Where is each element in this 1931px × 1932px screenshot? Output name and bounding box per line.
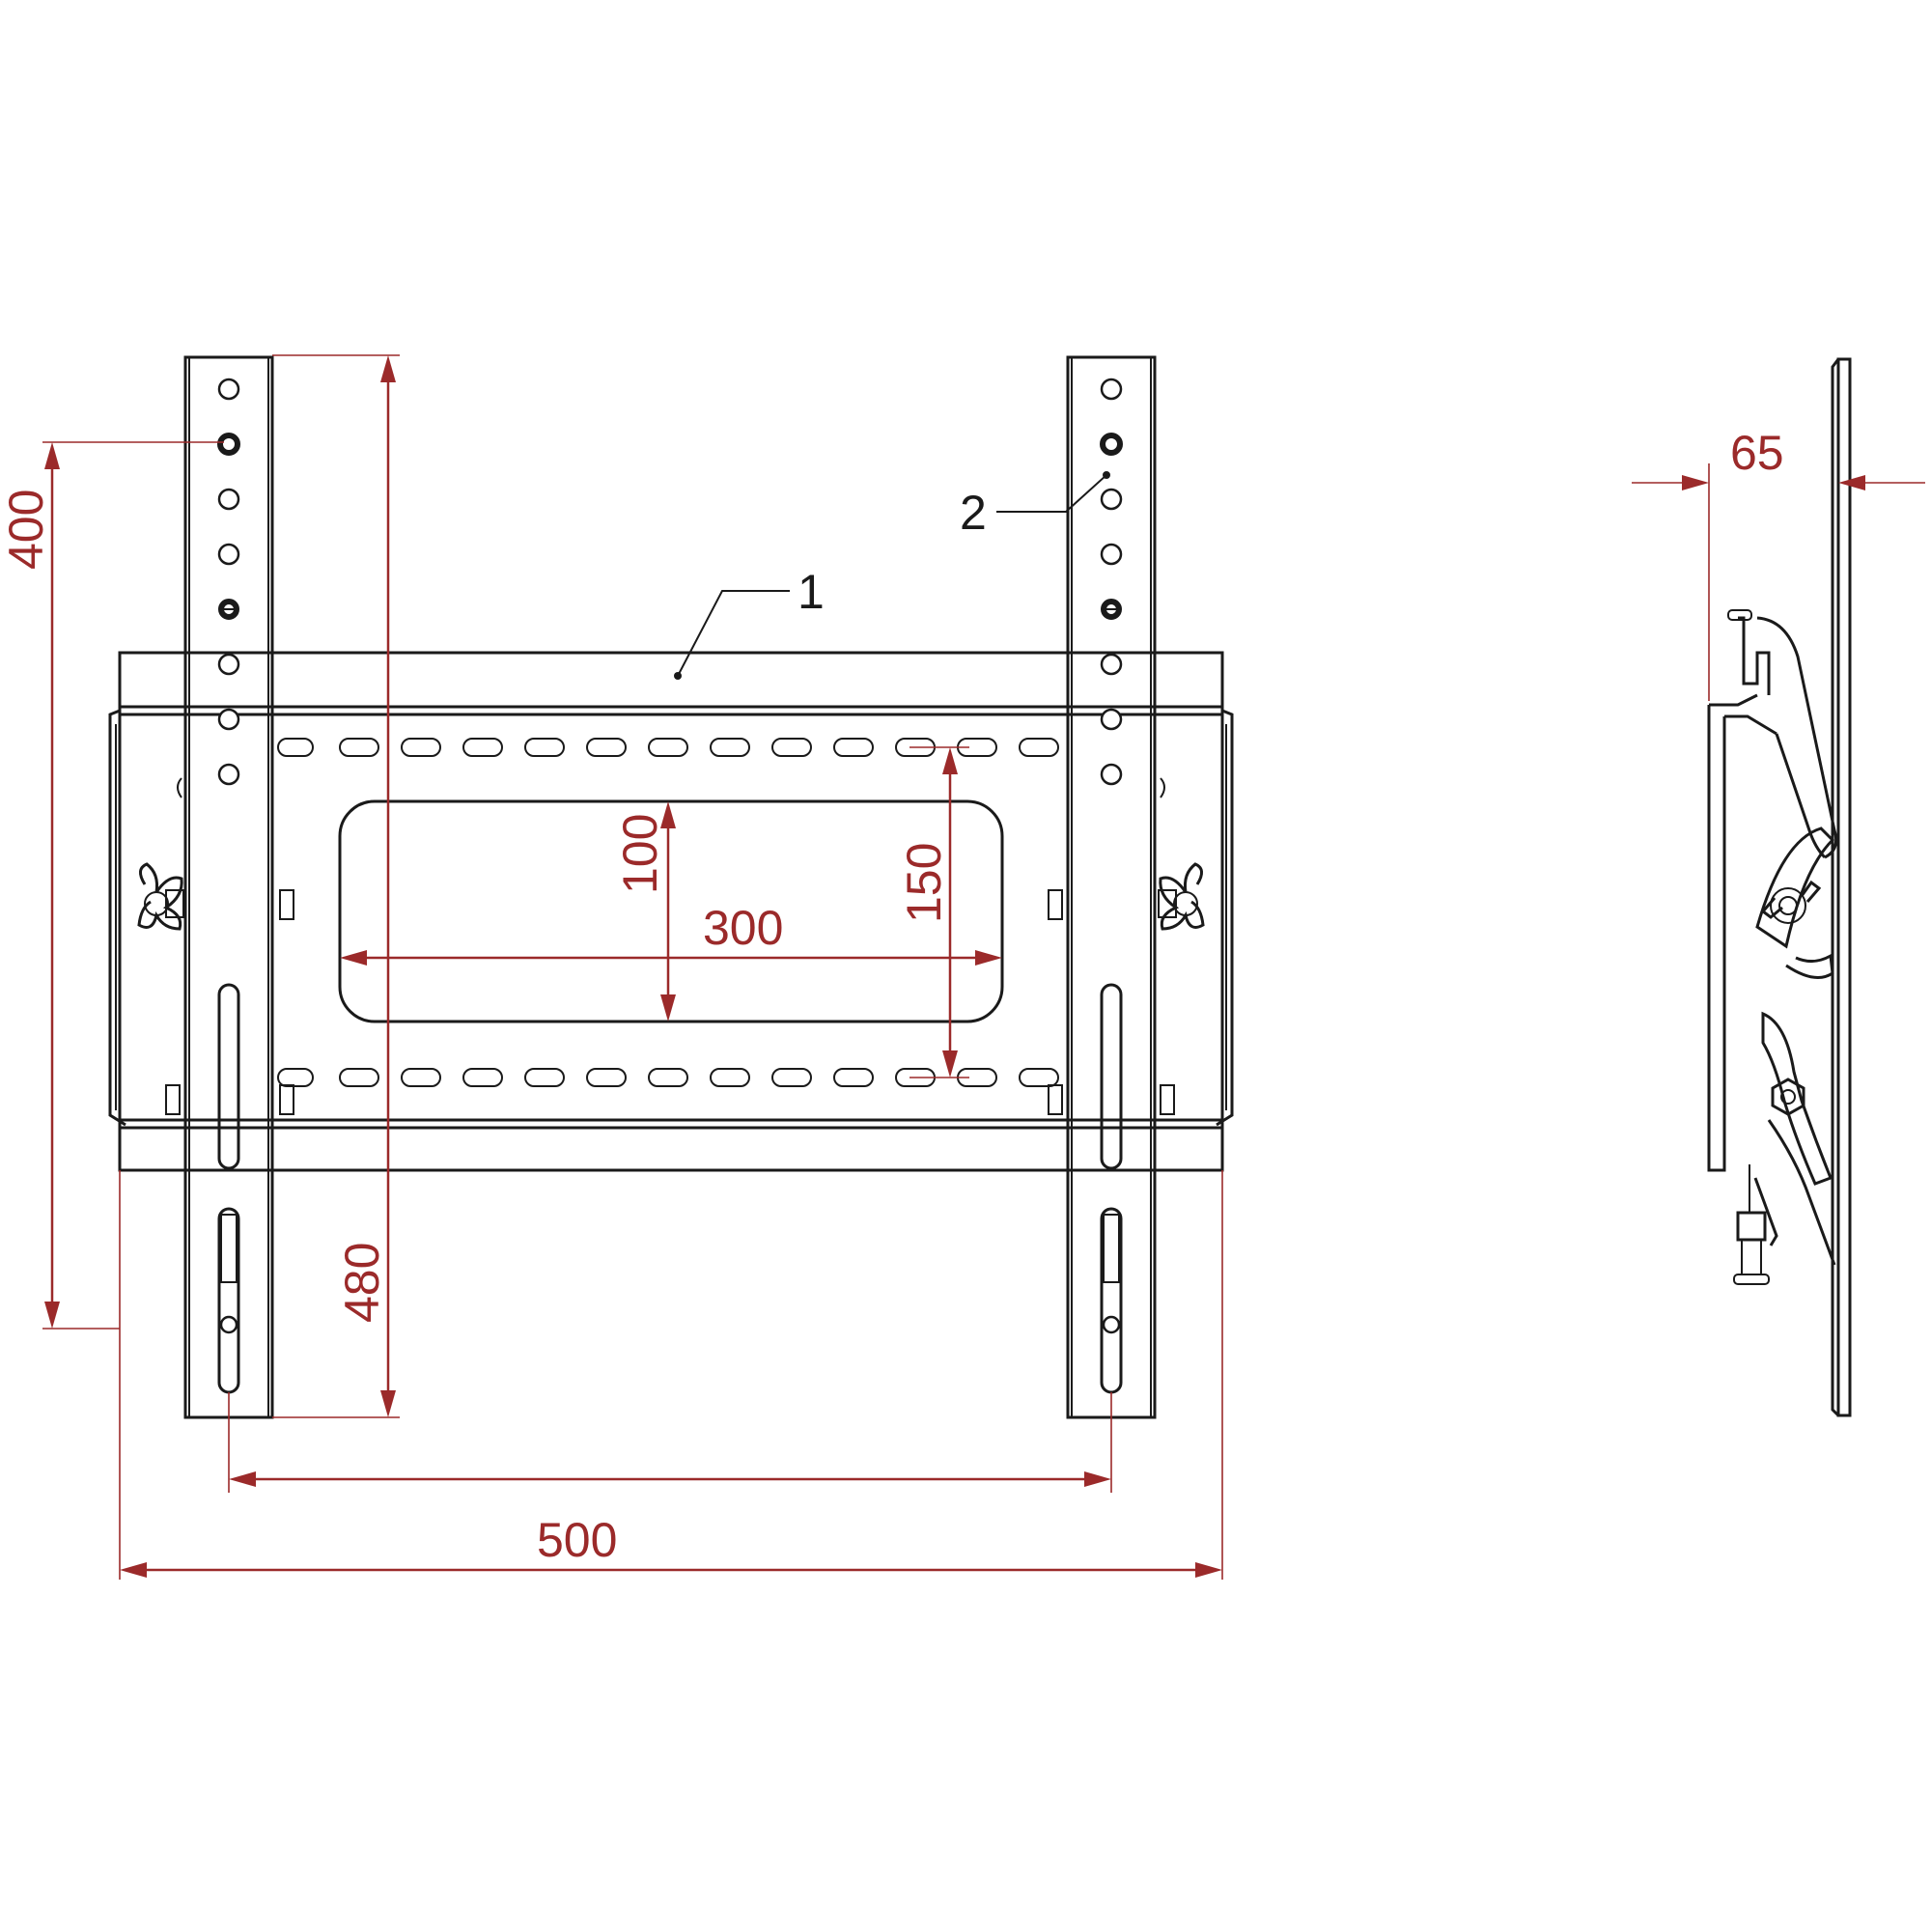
callout-1-label: 1 bbox=[798, 565, 825, 619]
bolt-icons bbox=[165, 889, 1175, 1115]
wall-plate bbox=[108, 651, 1234, 1172]
right-wing-nut-icon bbox=[1158, 862, 1205, 931]
dimension-150-label: 150 bbox=[897, 843, 951, 923]
dimension-400: 400 bbox=[0, 441, 224, 1330]
side-hex-bolt-icon bbox=[1771, 1078, 1805, 1116]
dimension-100-label: 100 bbox=[613, 814, 667, 894]
front-view: 1 2 400 480 bbox=[0, 354, 1234, 1580]
dimension-300: 300 bbox=[340, 901, 1002, 966]
left-wing-nut-icon bbox=[137, 862, 184, 931]
dimension-65-label: 65 bbox=[1730, 426, 1784, 480]
dimension-100: 100 bbox=[613, 801, 676, 1022]
dimension-400-label: 400 bbox=[0, 490, 53, 570]
dimension-500: 500 bbox=[119, 1170, 1223, 1580]
dimension-rail-spacing bbox=[228, 1392, 1112, 1493]
side-upper-wing-nut-icon bbox=[1760, 880, 1822, 924]
dimension-150: 150 bbox=[897, 746, 969, 1078]
callout-2: 2 bbox=[960, 471, 1110, 540]
dimension-480: 480 bbox=[272, 354, 400, 1418]
dimension-65: 65 bbox=[1632, 426, 1925, 701]
upper-slot-row bbox=[277, 738, 1059, 757]
dimension-480-label: 480 bbox=[335, 1243, 389, 1323]
callout-2-label: 2 bbox=[960, 486, 987, 540]
right-vertical-rail bbox=[1066, 355, 1157, 1419]
lower-slot-row bbox=[277, 1068, 1059, 1087]
dimension-300-label: 300 bbox=[703, 901, 783, 955]
dimension-500-label: 500 bbox=[537, 1513, 617, 1567]
side-view: 65 bbox=[1632, 357, 1925, 1417]
left-vertical-rail bbox=[183, 355, 274, 1419]
callout-1: 1 bbox=[674, 565, 825, 680]
